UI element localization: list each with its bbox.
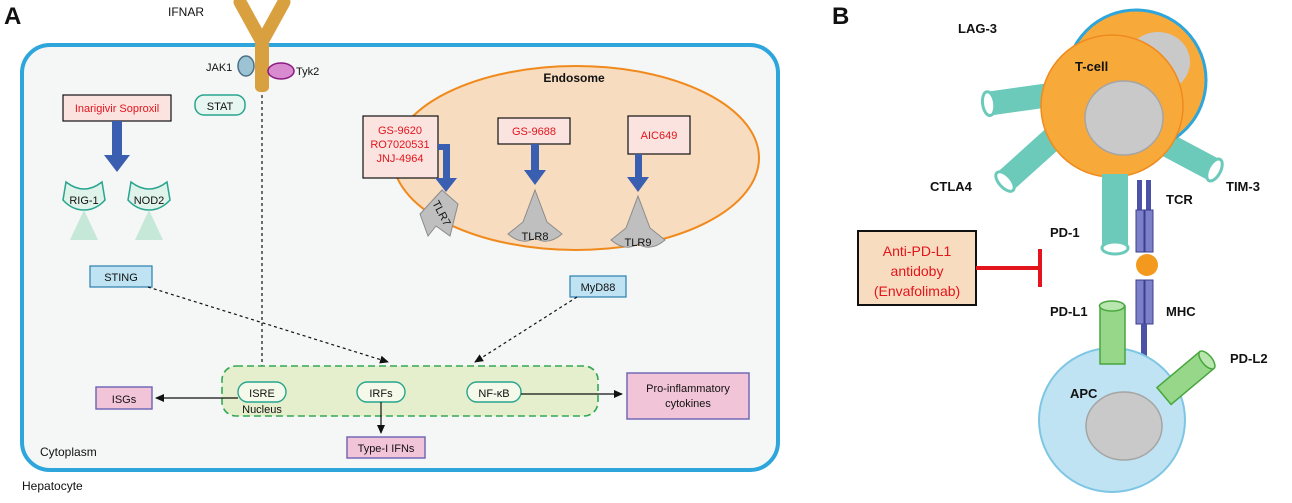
proinflammatory-line1: Pro-inflammatory bbox=[646, 383, 730, 395]
drug-jnj4964: JNJ-4964 bbox=[376, 153, 423, 165]
tcell-nucleus bbox=[1084, 80, 1164, 156]
nucleus bbox=[221, 365, 599, 417]
apc-nucleus bbox=[1085, 391, 1163, 461]
tlr8-arrow bbox=[524, 144, 546, 185]
drug-aic649: AIC649 bbox=[641, 130, 678, 142]
sting-box bbox=[89, 265, 153, 288]
tcr bbox=[1135, 180, 1154, 253]
proinflammatory-box bbox=[626, 372, 750, 420]
ctla4-label: CTLA4 bbox=[930, 179, 973, 194]
tyk2-label: Tyk2 bbox=[296, 66, 319, 78]
isre-box bbox=[237, 381, 287, 403]
stat-box bbox=[194, 94, 246, 116]
isre-label: ISRE bbox=[249, 388, 275, 400]
panel-a: A Cytoplasm Hepatocyte IFNAR JAK1 Tyk2 S… bbox=[4, 0, 780, 493]
drug-gs9620: GS-9620 bbox=[378, 125, 422, 137]
tlr7-arrow bbox=[435, 144, 457, 192]
peptide-antigen bbox=[1136, 254, 1158, 276]
pdl2-label: PD-L2 bbox=[1230, 351, 1268, 366]
drug-ro7020531: RO7020531 bbox=[370, 139, 429, 151]
pdl2-ligand bbox=[1155, 350, 1216, 406]
panel-a-label: A bbox=[4, 3, 21, 30]
nod2-receptor: NOD2 bbox=[127, 180, 171, 240]
mhc bbox=[1135, 279, 1154, 376]
tlr9-arrow bbox=[627, 154, 649, 192]
inarigivir-box bbox=[62, 94, 172, 122]
pdl1-ligand bbox=[1098, 300, 1126, 365]
antibody-line1: Anti-PD-L1 bbox=[883, 243, 952, 259]
isgs-label: ISGs bbox=[112, 394, 137, 406]
tcell-label: T-cell bbox=[1075, 59, 1108, 74]
myd88-to-nucleus-line bbox=[474, 296, 578, 363]
tlr8-receptor: TLR8 bbox=[507, 188, 563, 243]
mhc-label: MHC bbox=[1166, 304, 1196, 319]
aic649-box bbox=[627, 115, 691, 155]
lag3-receptor bbox=[980, 82, 1054, 118]
sting-label: STING bbox=[104, 272, 138, 284]
apc-label: APC bbox=[1070, 386, 1098, 401]
tyk2-shape bbox=[267, 62, 295, 80]
ifnar-receptor bbox=[233, 0, 291, 92]
nfkb-box bbox=[466, 381, 522, 403]
pdl1-label: PD-L1 bbox=[1050, 304, 1088, 319]
cytoplasm-label: Cytoplasm bbox=[40, 445, 97, 459]
nfkb-label: NF-κB bbox=[478, 388, 509, 400]
tlr9-label: TLR9 bbox=[625, 237, 652, 249]
proinflammatory-line2: cytokines bbox=[665, 398, 711, 410]
panel-b: B T-cell bbox=[832, 3, 1268, 493]
rig1-receptor: RIG-1 bbox=[62, 180, 106, 240]
antibody-line3: (Envafolimab) bbox=[874, 283, 960, 299]
drug-gs9688: GS-9688 bbox=[512, 126, 556, 138]
tlr7-receptor: TLR7 bbox=[419, 189, 459, 238]
nucleus-label: Nucleus bbox=[242, 404, 282, 416]
inhibition-bar bbox=[976, 249, 1042, 287]
hepatocyte-label: Hepatocyte bbox=[22, 479, 83, 493]
rig1-label: RIG-1 bbox=[69, 195, 98, 207]
jak1-shape bbox=[237, 55, 255, 77]
stat-label: STAT bbox=[207, 101, 234, 113]
antibody-line2: antidoby bbox=[891, 263, 944, 279]
inarigivir-arrow bbox=[104, 121, 130, 172]
jak1-label: JAK1 bbox=[206, 62, 232, 74]
nod2-label: NOD2 bbox=[134, 195, 165, 207]
tlr7-drug-box bbox=[362, 115, 439, 179]
pd1-receptor bbox=[1100, 174, 1130, 256]
panel-b-label: B bbox=[832, 3, 849, 30]
tlr8-label: TLR8 bbox=[522, 231, 549, 243]
antibody-box bbox=[857, 230, 977, 306]
myd88-box bbox=[569, 275, 627, 298]
ifnar-label: IFNAR bbox=[168, 5, 204, 19]
myd88-label: MyD88 bbox=[581, 282, 616, 294]
type1-ifns-label: Type-I IFNs bbox=[358, 443, 415, 455]
endosome-title: Endosome bbox=[543, 71, 605, 85]
irfs-label: IRFs bbox=[369, 388, 393, 400]
tim3-label: TIM-3 bbox=[1226, 179, 1260, 194]
tlr9-receptor: TLR9 bbox=[610, 194, 666, 249]
pd1-label: PD-1 bbox=[1050, 225, 1080, 240]
isgs-box bbox=[95, 386, 153, 410]
gs9688-box bbox=[497, 117, 571, 145]
type1-ifns-box bbox=[346, 436, 426, 459]
inarigivir-label: Inarigivir Soproxil bbox=[75, 103, 159, 115]
tcr-label: TCR bbox=[1166, 192, 1193, 207]
lag3-label: LAG-3 bbox=[958, 21, 997, 36]
